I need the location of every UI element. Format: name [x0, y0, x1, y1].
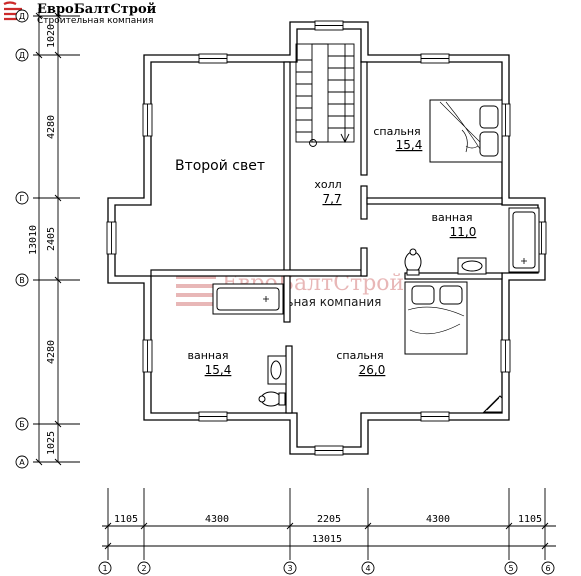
bed-lower [404, 281, 468, 355]
dimension-value: 2205 [317, 514, 341, 525]
axis-label: 6 [545, 564, 550, 573]
dimension-total: 13010 [28, 225, 39, 255]
sink-upper [457, 257, 487, 275]
staircase [295, 43, 355, 147]
axis-label: Д [19, 51, 25, 60]
room-area: 11,0 [450, 225, 477, 239]
axis-label: Г [20, 194, 25, 203]
dimension-value: 1025 [46, 431, 57, 455]
axis-label: 1 [102, 564, 107, 573]
watermark-logo-icon [176, 275, 216, 306]
left-axis-markers: Д Д Г В Б А [15, 9, 29, 469]
window-left-upper [142, 103, 153, 137]
window-bottom-left [198, 411, 228, 422]
axis-label: 2 [141, 564, 146, 573]
wall-bed-hall [360, 61, 368, 176]
brand-tagline: Строительная компания [37, 16, 153, 26]
bottom-dimension-chain [102, 488, 556, 560]
interior-walls [150, 61, 503, 414]
window-right-lower [500, 339, 511, 373]
room-name: Второй свет [175, 158, 265, 174]
room-name: спальня [336, 349, 383, 362]
room-name: спальня [373, 125, 420, 138]
axis-label: В [19, 276, 25, 285]
wall-stair-left [283, 61, 291, 276]
window-bottom-center [314, 445, 344, 456]
room-area: 26,0 [359, 363, 386, 377]
wall-mid-left [150, 269, 367, 277]
room-name: холл [314, 178, 341, 191]
dimension-total: 13015 [312, 534, 342, 545]
axis-label: Б [19, 420, 25, 429]
axis-label: 5 [508, 564, 513, 573]
axis-label: А [19, 458, 25, 467]
wall-bed-left [285, 345, 293, 414]
axis-label: 3 [287, 564, 292, 573]
room-area: 7,7 [322, 192, 341, 206]
axis-label: Д [19, 12, 25, 21]
bathtub-lower [212, 283, 284, 315]
axis-label: 4 [365, 564, 370, 573]
wall-bath-right [283, 275, 291, 323]
left-dimension-values: 1020 4280 2405 4280 1025 13010 [28, 24, 57, 455]
dimension-value: 1105 [114, 514, 138, 525]
exterior-walls [107, 21, 546, 455]
window-top-right [420, 53, 450, 64]
room-name: ванная [188, 349, 229, 362]
left-dimension-chain [33, 8, 80, 466]
wall-bath-bed [404, 272, 503, 280]
bathtub-upper [508, 207, 540, 273]
window-left-lower [142, 339, 153, 373]
wall-bed-bath [366, 197, 503, 205]
bottom-dimension-values: 1105 4300 2205 4300 1105 13015 [114, 514, 542, 545]
window-top-left [198, 53, 228, 64]
window-left-bay [106, 221, 117, 255]
bottom-axis-markers: 1 2 3 4 5 6 [98, 561, 555, 575]
dimension-value: 4280 [46, 115, 57, 139]
sink-lower [267, 355, 287, 385]
dimension-value: 2405 [46, 227, 57, 251]
room-area: 15,4 [205, 363, 232, 377]
brand-name: ЕвроБалтСтрой [37, 2, 157, 17]
toilet-lower [258, 391, 286, 407]
window-bottom-right [420, 411, 450, 422]
toilet-upper [404, 248, 422, 276]
dimension-value: 1105 [518, 514, 542, 525]
pillow-icon [479, 131, 499, 157]
room-name: ванная [432, 211, 473, 224]
pillow-icon [439, 285, 463, 305]
dimension-value: 1020 [46, 24, 57, 48]
room-labels: Второй свет спальня 15,4 холл 7,7 ванная… [175, 125, 476, 377]
wall-hall-bath [360, 185, 368, 220]
windows [106, 20, 547, 456]
dimension-value: 4300 [426, 514, 450, 525]
corner-shelf [482, 395, 503, 413]
pillow-icon [411, 285, 435, 305]
wall-hall-bath-2 [360, 247, 368, 277]
dimension-value: 4300 [205, 514, 229, 525]
dimension-value: 4280 [46, 340, 57, 364]
window-top-stair [314, 20, 344, 31]
room-area: 15,4 [396, 138, 423, 152]
pillow-icon [479, 105, 499, 129]
bed-upper [429, 99, 503, 163]
